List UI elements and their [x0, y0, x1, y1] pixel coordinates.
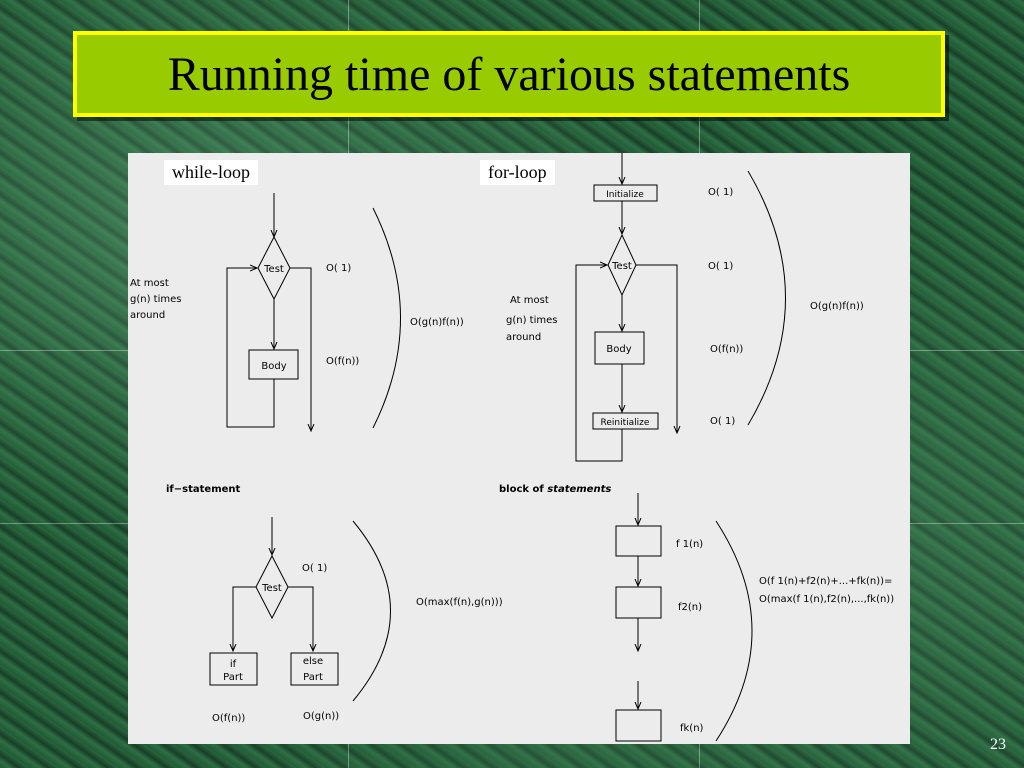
if-statement-label: if−statement [166, 484, 241, 495]
while-exit-arrow [290, 267, 311, 431]
for-reinitialize-box [592, 412, 659, 430]
for-loop-diagram [575, 153, 786, 462]
for-initialize-box [593, 184, 658, 202]
else-part-line2: Part [303, 672, 323, 683]
while-loop-label: while-loop [164, 160, 258, 185]
block-brace [715, 520, 753, 742]
for-exit-arrow [636, 264, 677, 433]
block-f1-box [615, 525, 662, 557]
block-f2-box [615, 586, 662, 619]
for-body-box [594, 331, 645, 365]
for-around-line3: around [506, 332, 541, 343]
while-cost-total: O(g(n)f(n)) [410, 317, 464, 328]
for-cost-init: O( 1) [708, 187, 733, 198]
while-test-label: Test [263, 264, 284, 275]
block-label-italic: statements [547, 484, 611, 495]
while-around-line2: g(n) times [130, 294, 181, 305]
for-test-label: Test [611, 261, 632, 272]
while-body-label: Body [261, 361, 286, 372]
for-cost-reinit: O( 1) [710, 416, 735, 427]
for-cost-test: O( 1) [708, 261, 733, 272]
page-number: 23 [990, 736, 1006, 753]
if-brace [352, 520, 391, 702]
for-cost-total: O(g(n)f(n)) [810, 301, 864, 312]
if-cost-test: O( 1) [302, 563, 327, 574]
diagram-panel: Test Body At most g(n) times around O( 1… [128, 153, 910, 744]
if-test-label: Test [261, 583, 282, 594]
block-fk-box [615, 709, 662, 742]
for-around-line2: g(n) times [506, 315, 557, 326]
if-cost-total: O(max(f(n),g(n))) [416, 597, 503, 608]
for-reinitialize-label: Reinitialize [601, 418, 650, 428]
for-loop-label: for-loop [480, 160, 555, 185]
block-f2-label: f2(n) [678, 602, 702, 613]
while-cost-body: O(f(n)) [326, 356, 359, 367]
slide-title: Running time of various statements [167, 47, 851, 101]
if-statement-diagram [209, 517, 391, 702]
else-part-line1: else [303, 656, 323, 667]
while-around-line1: At most [130, 278, 169, 289]
while-cost-test: O( 1) [326, 263, 351, 274]
for-body-label: Body [606, 344, 631, 355]
if-cost-if: O(f(n)) [212, 713, 245, 724]
for-initialize-label: Initialize [606, 190, 644, 200]
block-fk-label: fk(n) [680, 723, 704, 734]
block-f1-label: f 1(n) [676, 539, 703, 550]
for-brace [747, 170, 786, 426]
for-loop-back-arrow [575, 265, 623, 462]
while-loop-diagram [226, 193, 401, 431]
block-label-prefix: block of [499, 484, 547, 495]
block-label: block of statements [499, 484, 611, 495]
while-brace [372, 207, 401, 429]
for-cost-body: O(f(n)) [710, 344, 743, 355]
while-around-line3: around [130, 310, 165, 321]
if-part-box [209, 652, 258, 686]
if-true-arrow [233, 586, 256, 651]
else-part-box [290, 652, 339, 686]
if-cost-else: O(g(n)) [303, 711, 339, 722]
while-loop-back-arrow [226, 268, 275, 428]
if-false-arrow [288, 586, 313, 651]
for-around-line1: At most [510, 295, 549, 306]
block-cost-line2: O(max(f 1(n),f2(n),...,fk(n)) [759, 594, 894, 605]
if-part-line1: if [230, 659, 237, 670]
title-box: Running time of various statements [73, 31, 945, 117]
if-part-line2: Part [223, 672, 243, 683]
diagram-canvas: Test Body At most g(n) times around O( 1… [130, 153, 894, 742]
block-cost-line1: O(f 1(n)+f2(n)+...+fk(n))= [759, 576, 892, 587]
if-test-diamond [255, 554, 289, 620]
block-diagram [615, 493, 753, 742]
